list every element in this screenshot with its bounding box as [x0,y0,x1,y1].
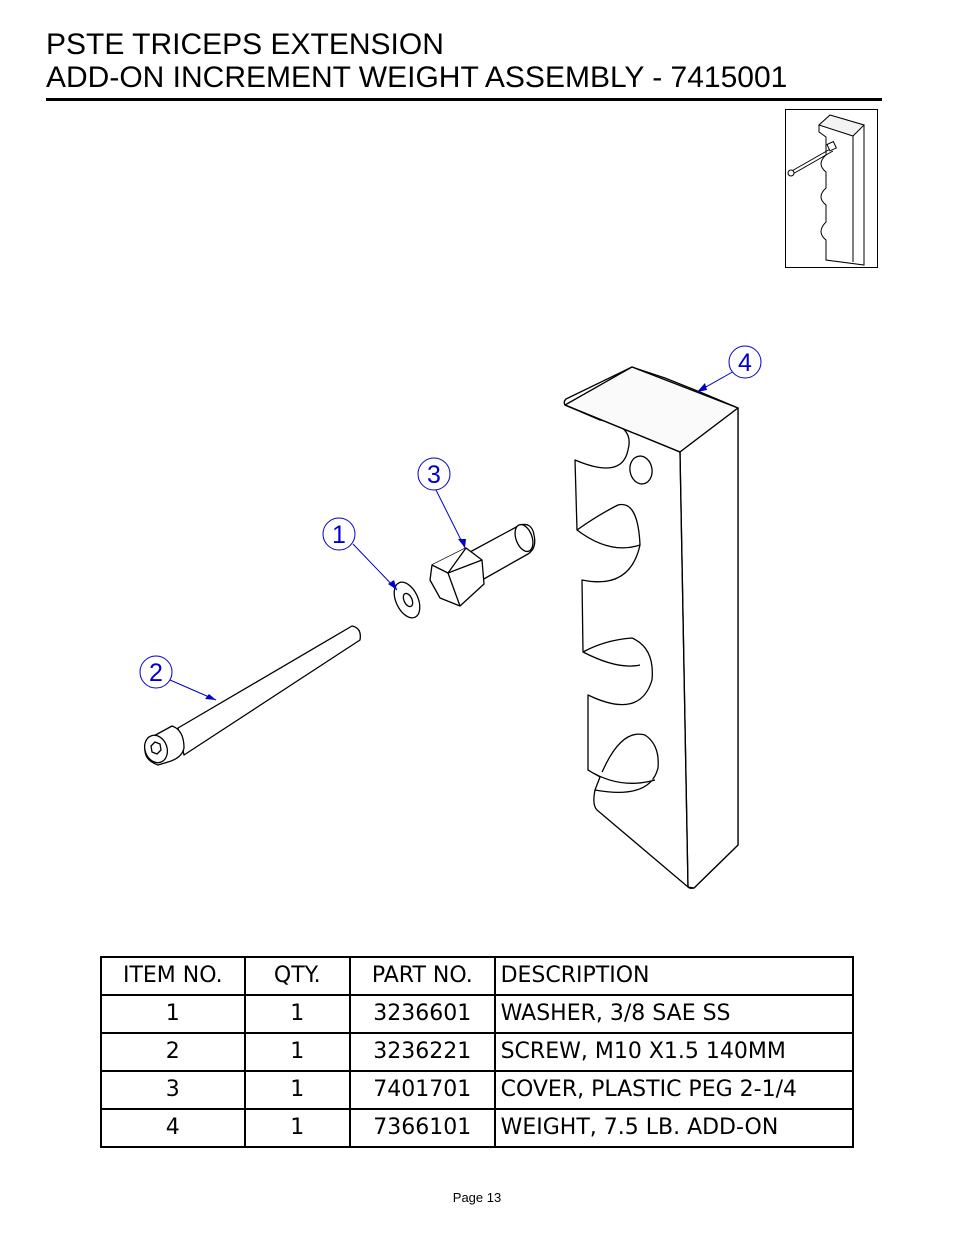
header-qty: QTY. [243,956,352,996]
cell-qty: 1 [243,1032,352,1072]
arrowhead-2 [205,694,216,700]
header-item-no: ITEM NO. [100,956,246,996]
cell-description: SCREW, M10 X1.5 140MM [493,1032,855,1072]
table-row: 2 1 3236221 SCREW, M10 X1.5 140MM [100,1032,855,1072]
cell-part-no: 7366101 [349,1108,496,1148]
callout-balloon-3 [417,457,451,491]
callout-balloon-4 [728,345,762,379]
title-underline [46,98,882,101]
cell-item-no: 1 [100,994,246,1034]
thumbnail-drawing [787,114,865,266]
cell-part-no: 7401701 [349,1070,496,1110]
table-row: 3 1 7401701 COVER, PLASTIC PEG 2-1/4 [100,1070,855,1110]
cell-qty: 1 [243,994,352,1034]
table-row: 1 1 3236601 WASHER, 3/8 SAE SS [100,994,855,1034]
parts-table: ITEM NO. QTY. PART NO. DESCRIPTION 1 1 3… [100,956,855,1148]
assembly-thumbnail [785,109,878,268]
header-description: DESCRIPTION [493,956,855,996]
callout-label-4: 4 [738,349,752,377]
leader-1 [352,543,398,591]
arrowhead-3 [458,539,466,548]
cell-qty: 1 [243,1108,352,1148]
arrowhead-4 [697,383,707,392]
washer-part [393,581,421,619]
callout-label-3: 3 [427,461,441,489]
leader-3 [434,487,466,549]
cell-item-no: 2 [100,1032,246,1072]
weight-block-part [563,366,739,889]
arrowhead-1 [388,580,397,590]
cell-part-no: 3236601 [349,994,496,1034]
cell-part-no: 3236221 [349,1032,496,1072]
parts-table-header-row: ITEM NO. QTY. PART NO. DESCRIPTION [100,956,855,996]
title-line-2: ADD-ON INCREMENT WEIGHT ASSEMBLY - 74150… [46,61,788,94]
cell-description: COVER, PLASTIC PEG 2-1/4 [493,1070,855,1110]
callout-balloon-2 [139,655,173,689]
exploded-assembly-drawing: 4 3 1 2 [139,345,762,889]
cell-description: WASHER, 3/8 SAE SS [493,994,855,1034]
callout-label-1: 1 [332,521,346,549]
cell-item-no: 3 [100,1070,246,1110]
cell-item-no: 4 [100,1108,246,1148]
cell-qty: 1 [243,1070,352,1110]
cell-description: WEIGHT, 7.5 LB. ADD-ON [493,1108,855,1148]
title-line-1: PSTE TRICEPS EXTENSION [46,28,444,61]
page-title: PSTE TRICEPS EXTENSION ADD-ON INCREMENT … [46,28,787,94]
callout-balloon-1 [322,517,356,551]
plastic-peg-cover-part [429,523,536,607]
page-number: Page 13 [452,1190,502,1205]
table-row: 4 1 7366101 WEIGHT, 7.5 LB. ADD-ON [100,1108,855,1148]
callout-label-2: 2 [149,659,163,687]
header-part-no: PART NO. [349,956,496,996]
screw-part [143,625,361,766]
